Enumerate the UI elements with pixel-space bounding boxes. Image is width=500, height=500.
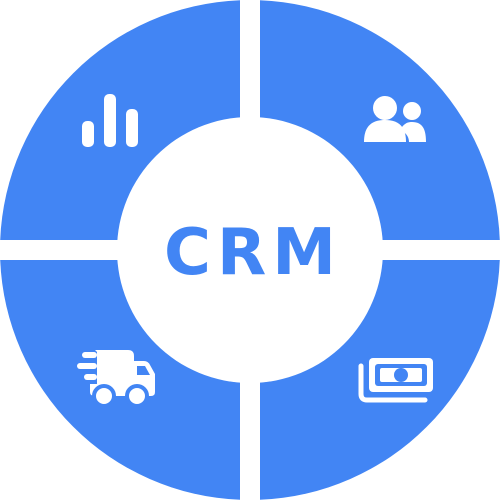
money-stack-icon [358, 358, 433, 403]
center-label: CRM [164, 216, 342, 290]
delivery-truck-icon [77, 350, 155, 408]
center-hub [117, 117, 383, 383]
bar-chart-icon [82, 94, 138, 147]
users-icon [364, 96, 426, 142]
